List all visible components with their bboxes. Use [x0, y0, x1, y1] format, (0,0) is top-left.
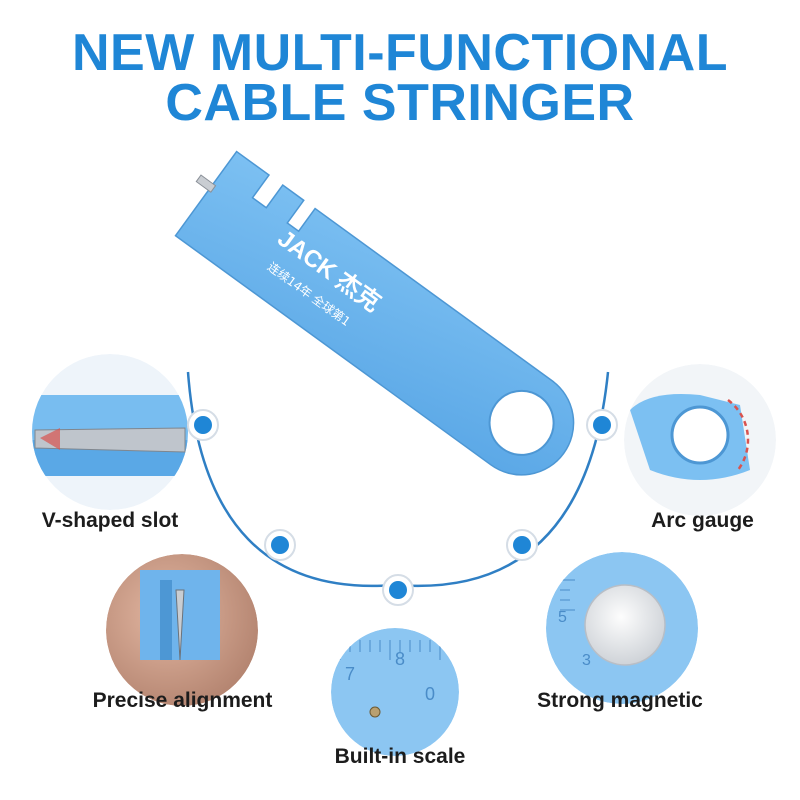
dot-precise-alignment	[264, 529, 296, 561]
magnetic-digit-top: 5	[558, 609, 567, 626]
tool-ring-hole	[488, 389, 555, 456]
scale-digit-left: 7	[345, 664, 355, 684]
feature-label-arc-gauge: Arc gauge	[651, 509, 754, 532]
scale-digit-right: 0	[425, 684, 435, 704]
title-line-2: CABLE STRINGER	[165, 74, 635, 132]
arc-gauge-thumbnail	[624, 364, 776, 516]
magnetic-digit-bottom: 3	[582, 652, 591, 669]
feature-label-precise-alignment: Precise alignment	[92, 689, 273, 712]
magnet-disc	[584, 584, 666, 666]
v-slot-thumbnail	[32, 354, 188, 510]
feature-label-built-in-scale: Built-in scale	[334, 745, 466, 768]
dot-built-in-scale	[382, 574, 414, 606]
strong-magnetic-thumbnail: 5 3	[546, 552, 698, 704]
precise-alignment-thumbnail	[106, 554, 258, 706]
built-in-scale-thumbnail: 7 8 0	[331, 628, 459, 756]
title-line-1: NEW MULTI-FUNCTIONAL	[71, 24, 728, 82]
dot-strong-magnetic	[506, 529, 538, 561]
cable-stringer-tool: JACK 杰克 连续14年 全球第1	[174, 150, 575, 476]
connector-dots	[187, 409, 618, 606]
feature-label-v-shaped-slot: V-shaped slot	[41, 509, 179, 532]
scale-digit-middle: 8	[395, 649, 405, 669]
feature-label-strong-magnetic: Strong magnetic	[537, 689, 703, 712]
page-title: NEW MULTI-FUNCTIONAL CABLE STRINGER	[0, 24, 800, 132]
dot-v-slot	[187, 409, 219, 441]
dot-arc-gauge	[586, 409, 618, 441]
